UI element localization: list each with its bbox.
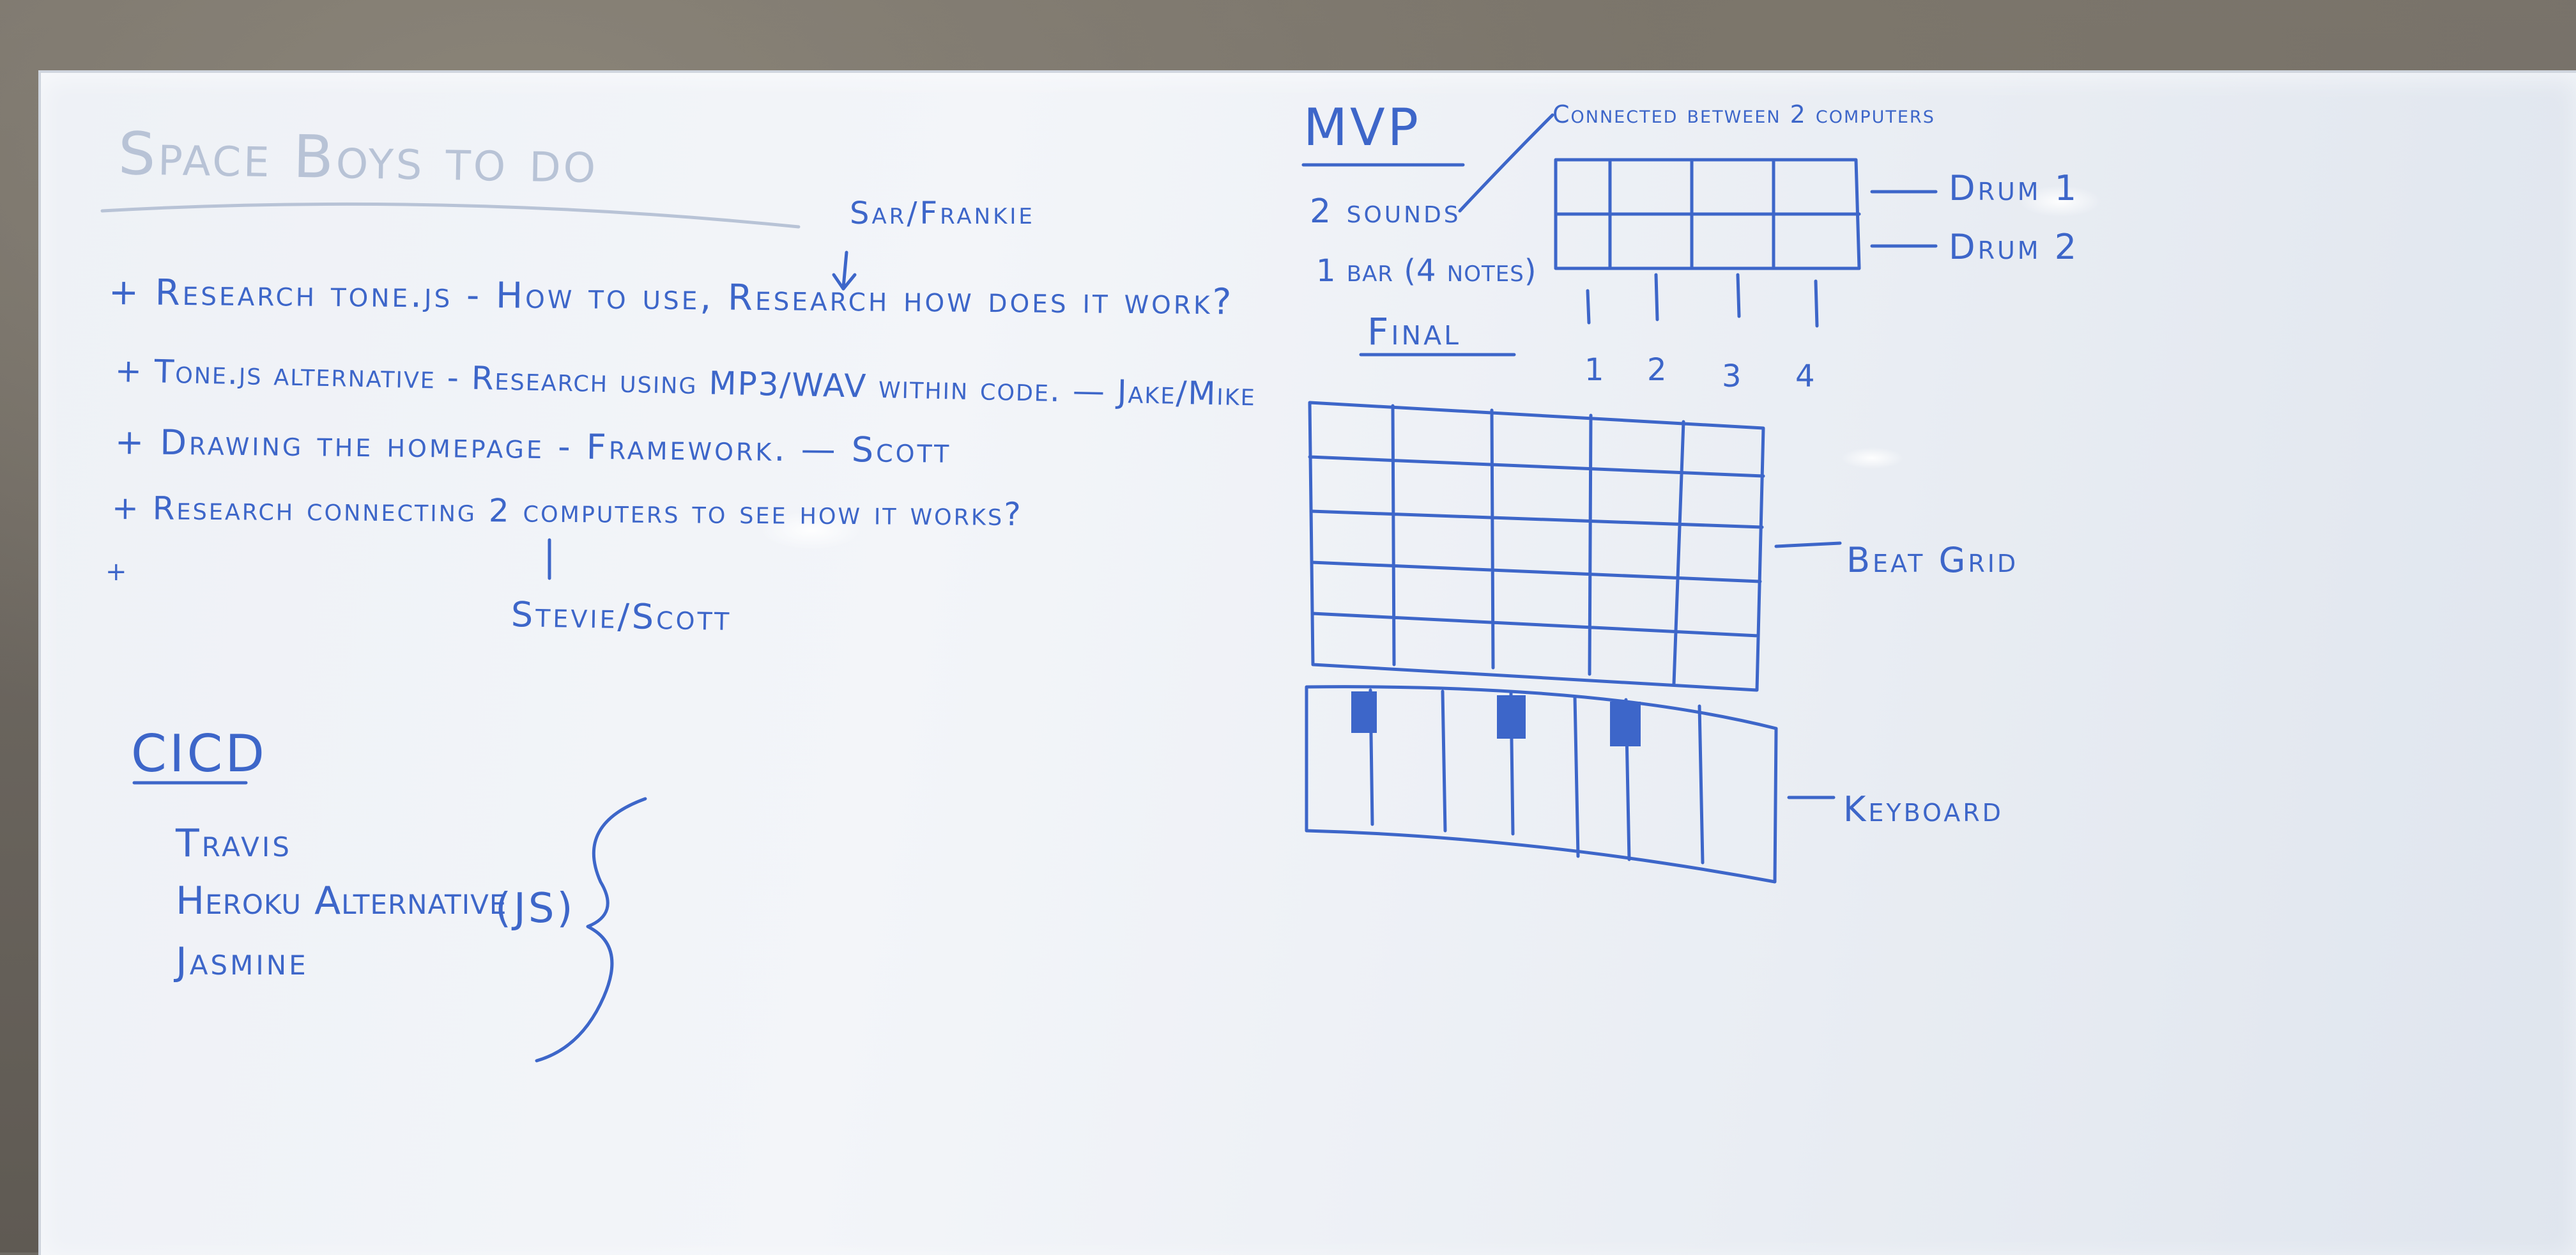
cicd-bracket-note: (JS) xyxy=(495,885,576,932)
black-key xyxy=(1351,691,1377,733)
cicd-item-heroku: Heroku Alternative xyxy=(176,879,507,923)
mvp-connected-note: Connected between 2 computers xyxy=(1552,100,1935,128)
curly-bracket xyxy=(535,797,647,1063)
mvp-note-leader xyxy=(1458,113,1554,213)
glare-spot xyxy=(760,511,862,550)
task-1: + Research tone.js - How to use, Researc… xyxy=(108,272,1234,323)
glare-spot xyxy=(2019,185,2102,217)
black-key xyxy=(1610,702,1641,746)
beat-number: 1 xyxy=(1584,352,1607,388)
beat-number: 3 xyxy=(1722,358,1744,394)
beat-number: 4 xyxy=(1795,358,1818,394)
beat-number: 2 xyxy=(1647,352,1669,388)
assignee-arrow xyxy=(832,250,857,291)
glare-spot xyxy=(1840,447,1904,469)
mvp-heading: MVP xyxy=(1303,98,1421,157)
title-underline xyxy=(100,202,801,229)
cicd-item-travis: Travis xyxy=(176,821,292,866)
whiteboard xyxy=(38,70,2576,1255)
beat-grid-leader xyxy=(1774,541,1842,548)
beat-ticks xyxy=(1586,273,1819,328)
task-3: + Drawing the homepage - Framework. — Sc… xyxy=(114,422,952,471)
task-4: + Research connecting 2 computers to see… xyxy=(111,489,1023,533)
task-1-assignee: Sar/Frankie xyxy=(850,196,1035,231)
final-heading: Final xyxy=(1367,310,1462,353)
board-title: Space Boys to do xyxy=(118,119,599,197)
cicd-heading: CICD xyxy=(131,724,267,783)
drum-grid xyxy=(1554,158,1861,270)
task-4-assignee: Stevie/Scott xyxy=(510,594,732,639)
keyboard-label: Keyboard xyxy=(1843,789,2004,829)
keyboard-outline xyxy=(1305,685,1778,884)
drum-2-label: Drum 2 xyxy=(1949,227,2080,267)
beat-grid xyxy=(1308,401,1765,692)
mvp-bar: 1 bar (4 notes) xyxy=(1316,253,1537,289)
beat-grid-label: Beat Grid xyxy=(1846,540,2019,580)
task-5: + xyxy=(105,557,130,587)
black-key xyxy=(1497,695,1526,739)
drum-1-label: Drum 1 xyxy=(1949,168,2080,208)
cicd-item-jasmine: Jasmine xyxy=(176,939,309,984)
mvp-sounds: 2 sounds xyxy=(1310,192,1461,231)
